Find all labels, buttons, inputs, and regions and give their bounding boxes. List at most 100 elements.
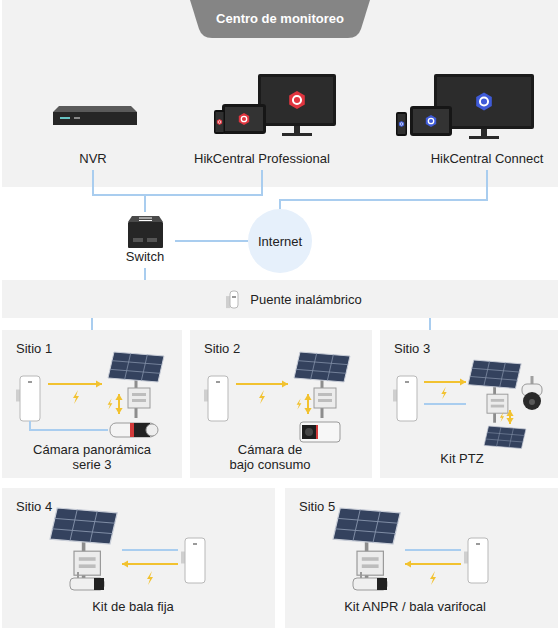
app-logo	[239, 113, 249, 125]
site-panel: Sitio 4Kit de bala fija	[2, 488, 275, 628]
solar-grid	[327, 355, 333, 381]
device-label: Switch	[115, 249, 175, 264]
power-bolt	[73, 390, 79, 404]
power-bolt	[259, 390, 265, 404]
app-logo-ring	[400, 123, 403, 126]
tablet-screen	[413, 109, 449, 133]
solar-grid	[335, 529, 395, 534]
site-panel: Sitio 5Kit ANPR / bala varifocal	[285, 488, 558, 628]
solar-panel	[294, 352, 350, 382]
power-bolt	[108, 398, 113, 409]
nvr-light	[74, 117, 80, 119]
power-arrowhead	[282, 380, 288, 387]
solar-grid	[52, 529, 112, 534]
band-label: Puente inalámbrico	[250, 292, 361, 307]
battery-label	[491, 399, 504, 402]
battery-label	[132, 393, 146, 396]
app-logo	[476, 93, 492, 111]
switch-arrow	[139, 220, 152, 221]
link-line	[145, 170, 262, 212]
app-logo	[399, 121, 404, 127]
camera-front	[377, 578, 387, 590]
solar-panel	[468, 360, 521, 389]
bridge-body	[397, 376, 417, 421]
panel-heading: Centro de monitoreo	[190, 11, 370, 26]
site-caption: Kit PTZ	[387, 451, 537, 466]
site-heading: Sitio 1	[16, 341, 52, 356]
phone-screen	[216, 112, 224, 132]
solar-grid	[296, 369, 346, 373]
power-arrowhead	[115, 394, 122, 400]
monitor-screen	[261, 77, 333, 123]
wireless-link	[30, 421, 108, 430]
app-logo-ring	[293, 96, 301, 104]
software-client: HikCentral Connect	[414, 70, 560, 170]
solar-kit	[484, 426, 526, 449]
site-caption: Cámara panorámica serie 3	[22, 442, 162, 472]
app-logo	[426, 115, 436, 127]
camera-front	[94, 578, 104, 590]
solar-grid	[373, 511, 380, 542]
solar-panel	[108, 352, 164, 382]
power-arrowhead	[506, 410, 513, 416]
bridge-led	[232, 296, 236, 298]
solar-kit	[333, 508, 400, 587]
wireless-link	[424, 403, 466, 405]
bridge-led	[476, 543, 480, 545]
power-bolt	[441, 387, 446, 400]
solar-grid	[470, 376, 518, 380]
solar-grid	[90, 511, 97, 542]
solar-grid	[353, 510, 360, 541]
power-arrowhead	[122, 560, 128, 567]
power-arrowhead	[460, 378, 466, 385]
site-caption: Kit ANPR / bala varifocal	[290, 599, 540, 614]
ptz-dome	[523, 392, 541, 410]
solar-grid	[112, 361, 162, 365]
switch-port	[147, 238, 157, 242]
nvr-front	[53, 112, 137, 125]
bridge-mount	[464, 552, 468, 564]
power-link	[424, 381, 466, 383]
battery-box	[314, 388, 336, 408]
monitor-frame	[258, 74, 336, 126]
site-caption: Cámara de bajo consumo	[228, 442, 312, 472]
power-arrowhead	[115, 408, 122, 414]
app-logo	[217, 119, 222, 125]
internet-circle: Internet	[248, 209, 312, 273]
camera-body	[300, 422, 340, 442]
nvr-device: NVR	[40, 100, 146, 170]
solar-grid	[70, 510, 77, 541]
battery-label	[79, 564, 96, 568]
bridge-mount	[393, 390, 397, 402]
bridge-body	[185, 538, 205, 583]
app-logo-ring	[480, 97, 488, 105]
switch-front	[128, 222, 163, 248]
cloud-label: Internet	[258, 234, 302, 249]
camera-mount	[360, 572, 362, 578]
panel-tab	[2, 0, 558, 187]
monitor-base	[282, 133, 312, 136]
power-bolt	[297, 398, 302, 409]
solar-kit	[108, 352, 164, 418]
bridge-body	[208, 376, 228, 421]
software-client: HikCentral Professional	[187, 70, 337, 170]
switch-device: Switch	[115, 212, 175, 268]
link-line	[144, 268, 146, 280]
solar-grid	[311, 353, 317, 379]
bridge-mount	[204, 390, 208, 402]
phone-frame	[214, 110, 225, 134]
app-logo-ring	[428, 118, 433, 123]
solar-panel	[333, 508, 400, 544]
site-caption: Kit de bala fija	[8, 599, 258, 614]
app-logo-ring	[218, 121, 221, 124]
solar-kit	[468, 360, 521, 423]
monitoring-panel: NVR HikCentral Professional HikCentral Con…	[2, 0, 558, 187]
battery-label	[362, 564, 379, 568]
battery-label	[491, 405, 504, 408]
solar-grid	[125, 353, 131, 379]
device-label: NVR	[40, 151, 146, 166]
site-panel: Sitio 1 Cámara panorámica serie 3	[2, 330, 182, 478]
solar-grid	[110, 369, 160, 373]
bridge-led	[193, 543, 197, 545]
